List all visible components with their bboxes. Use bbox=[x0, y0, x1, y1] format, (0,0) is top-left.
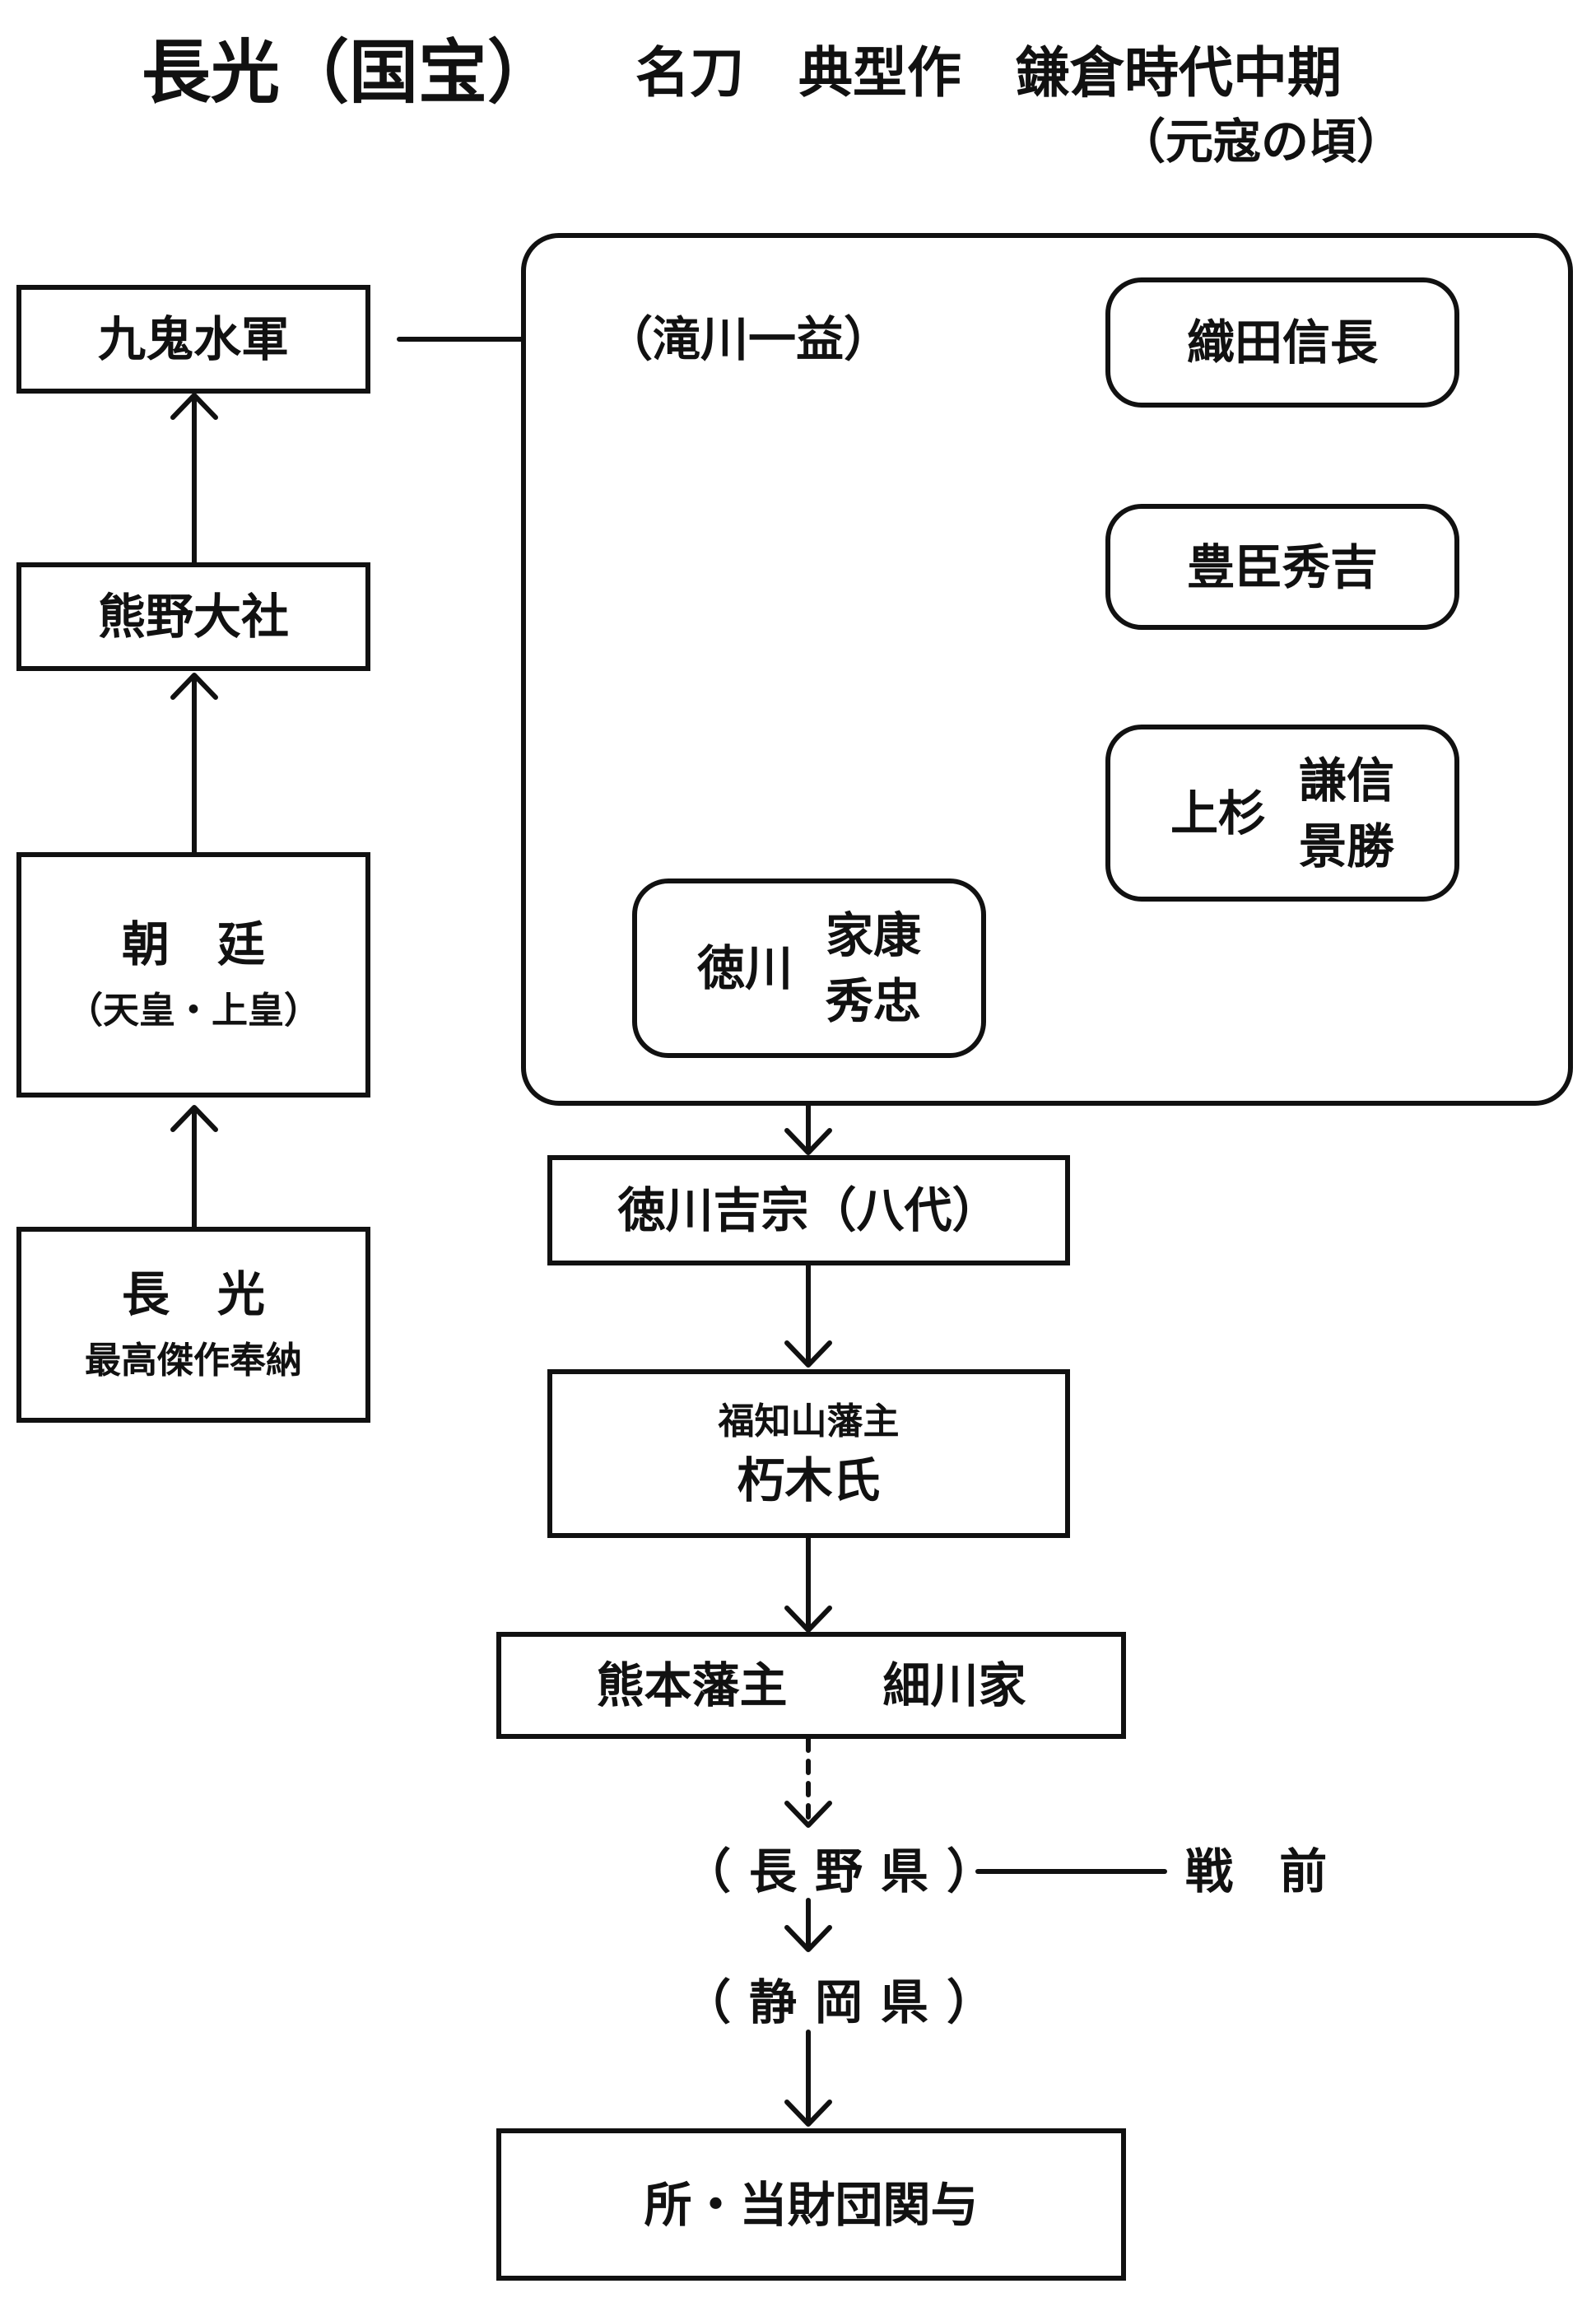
box-kuki-suigun: 九鬼水軍 bbox=[16, 285, 370, 394]
label-tokugawa-hidetada: 秀忠 bbox=[826, 973, 922, 1029]
box-oda-nobunaga: 織田信長 bbox=[1105, 277, 1459, 408]
label-chotei: 朝 廷 bbox=[121, 916, 265, 972]
label-kumamoto-hosokawa: 熊本藩主 細川家 bbox=[596, 1657, 1026, 1713]
label-uesugi-kagekatsu: 景勝 bbox=[1299, 818, 1395, 874]
label-nagamitsu-sub: 最高傑作奉納 bbox=[85, 1340, 302, 1382]
arrow-kumano-to-kuki bbox=[170, 393, 218, 565]
arrow-shizuoka-to-final bbox=[784, 2030, 832, 2127]
arrow-fukuchiyama-to-kumamoto bbox=[784, 1536, 832, 1633]
label-fukuchiyama-lord: 福知山藩主 bbox=[718, 1400, 900, 1442]
page-subtitle: 名刀 典型作 鎌倉時代中期 bbox=[635, 41, 1342, 105]
label-oda-nobunaga: 織田信長 bbox=[1186, 315, 1378, 371]
arrow-yoshimune-to-fukuchiyama bbox=[784, 1263, 832, 1368]
box-uesugi: 上杉 謙信 景勝 bbox=[1105, 725, 1459, 902]
label-tokugawa: 徳川 bbox=[696, 940, 793, 996]
label-tokugawa-yoshimune: 徳川吉宗（八代） bbox=[617, 1182, 1000, 1238]
era-note: （元寇の頃） bbox=[1118, 114, 1405, 170]
arrow-nagano-to-shizuoka bbox=[784, 1898, 832, 1952]
label-kuki-suigun: 九鬼水軍 bbox=[97, 311, 289, 367]
box-fukuchiyama: 福知山藩主 朽木氏 bbox=[547, 1369, 1070, 1538]
arrow-kumamoto-to-nagano-head bbox=[784, 1801, 832, 1828]
arrow-chotei-to-kumano bbox=[170, 673, 218, 855]
label-takigawa: （滝川一益） bbox=[605, 311, 892, 367]
label-tokugawa-ieyasu: 家康 bbox=[826, 907, 922, 963]
label-chotei-sub: （天皇・上皇） bbox=[67, 990, 320, 1032]
box-chotei: 朝 廷 （天皇・上皇） bbox=[16, 852, 370, 1098]
label-toyotomi-hideyoshi: 豊臣秀吉 bbox=[1186, 538, 1378, 595]
box-kumano-taisha: 熊野大社 bbox=[16, 562, 370, 671]
label-nagamitsu: 長 光 bbox=[121, 1266, 265, 1322]
label-shizuoka: （静岡県） bbox=[683, 1974, 1013, 2030]
label-nagano: （長野県） bbox=[683, 1843, 1013, 1899]
label-uesugi: 上杉 bbox=[1170, 785, 1266, 841]
box-kumamoto-hosokawa: 熊本藩主 細川家 bbox=[496, 1632, 1126, 1739]
label-final: 所・当財団関与 bbox=[644, 2176, 979, 2233]
box-final: 所・当財団関与 bbox=[496, 2128, 1126, 2281]
arrow-nagamitsu-to-chotei bbox=[170, 1105, 218, 1229]
box-nagamitsu: 長 光 最高傑作奉納 bbox=[16, 1227, 370, 1423]
page-title: 長光（国宝） bbox=[142, 32, 557, 113]
label-kumano-taisha: 熊野大社 bbox=[97, 589, 289, 645]
label-senzen: 戦 前 bbox=[1185, 1843, 1342, 1899]
box-toyotomi-hideyoshi: 豊臣秀吉 bbox=[1105, 504, 1459, 630]
box-tokugawa-yoshimune: 徳川吉宗（八代） bbox=[547, 1155, 1070, 1265]
label-uesugi-kenshin: 謙信 bbox=[1299, 752, 1395, 809]
label-kutsuki: 朽木氏 bbox=[737, 1452, 881, 1508]
box-tokugawa: 徳川 家康 秀忠 bbox=[632, 879, 986, 1058]
